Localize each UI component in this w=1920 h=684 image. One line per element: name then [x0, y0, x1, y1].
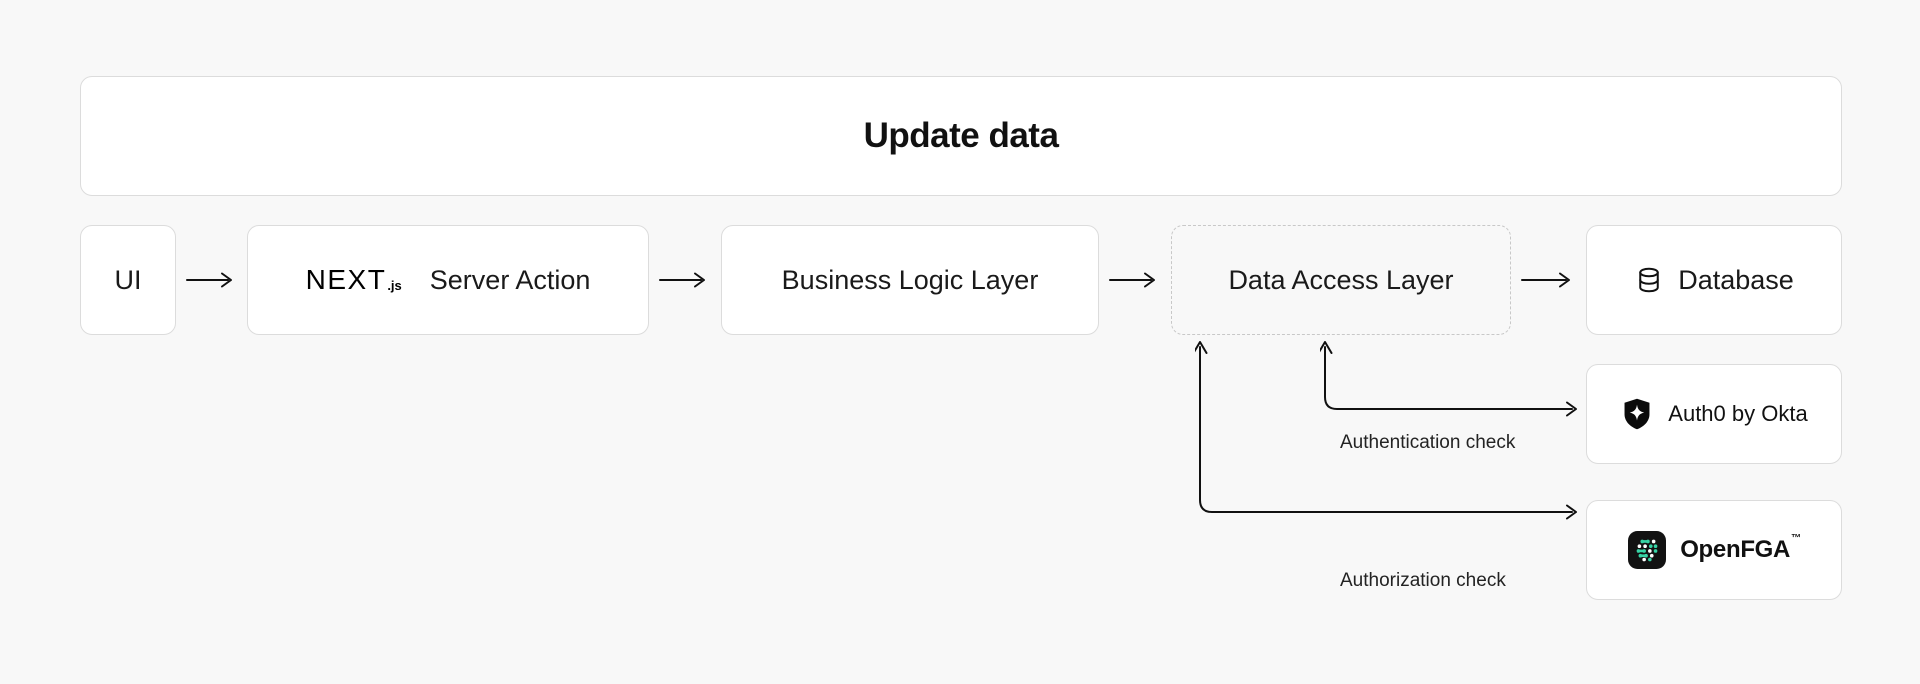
- connector-label-authorization: Authorization check: [1340, 570, 1506, 591]
- title-panel: Update data: [80, 76, 1842, 196]
- node-dal-label: Data Access Layer: [1228, 264, 1454, 295]
- node-next-label: Server Action: [429, 264, 591, 295]
- arrow-right-icon-dal-to-database: [1521, 267, 1576, 293]
- auth0-shield-icon: [1620, 397, 1654, 431]
- node-database[interactable]: Database: [1586, 225, 1842, 335]
- nextjs-logo-icon: NEXT.js: [306, 264, 402, 296]
- node-database-label: Database: [1678, 264, 1794, 295]
- node-business-logic-layer[interactable]: Business Logic Layer: [721, 225, 1099, 335]
- node-next-server-action[interactable]: NEXT.js Server Action: [247, 225, 649, 335]
- node-auth0[interactable]: Auth0 by Okta: [1586, 364, 1842, 464]
- node-business-label: Business Logic Layer: [781, 264, 1039, 295]
- nextjs-logo-text: NEXT: [305, 264, 387, 295]
- connector-label-authentication: Authentication check: [1340, 432, 1516, 453]
- connector-authentication: [1317, 335, 1580, 420]
- openfga-text: OpenFGA: [1680, 536, 1791, 563]
- arrow-right-icon-ui-to-next: [186, 267, 238, 293]
- node-ui-label: UI: [114, 264, 142, 295]
- node-data-access-layer[interactable]: Data Access Layer: [1171, 225, 1511, 335]
- node-auth0-label: Auth0 by Okta: [1668, 401, 1808, 426]
- connector-authorization: [1192, 335, 1580, 523]
- arrow-right-icon-next-to-business: [659, 267, 711, 293]
- openfga-icon: [1628, 531, 1667, 569]
- nextjs-logo-suffix: .js: [387, 278, 402, 293]
- arrow-right-icon-business-to-dal: [1109, 267, 1161, 293]
- trademark-symbol: ™: [1791, 533, 1801, 544]
- database-icon: [1634, 265, 1664, 295]
- node-openfga[interactable]: OpenFGA™: [1586, 500, 1842, 600]
- page-title: Update data: [863, 116, 1059, 155]
- node-openfga-label: OpenFGA™: [1680, 533, 1801, 564]
- node-ui[interactable]: UI: [80, 225, 176, 335]
